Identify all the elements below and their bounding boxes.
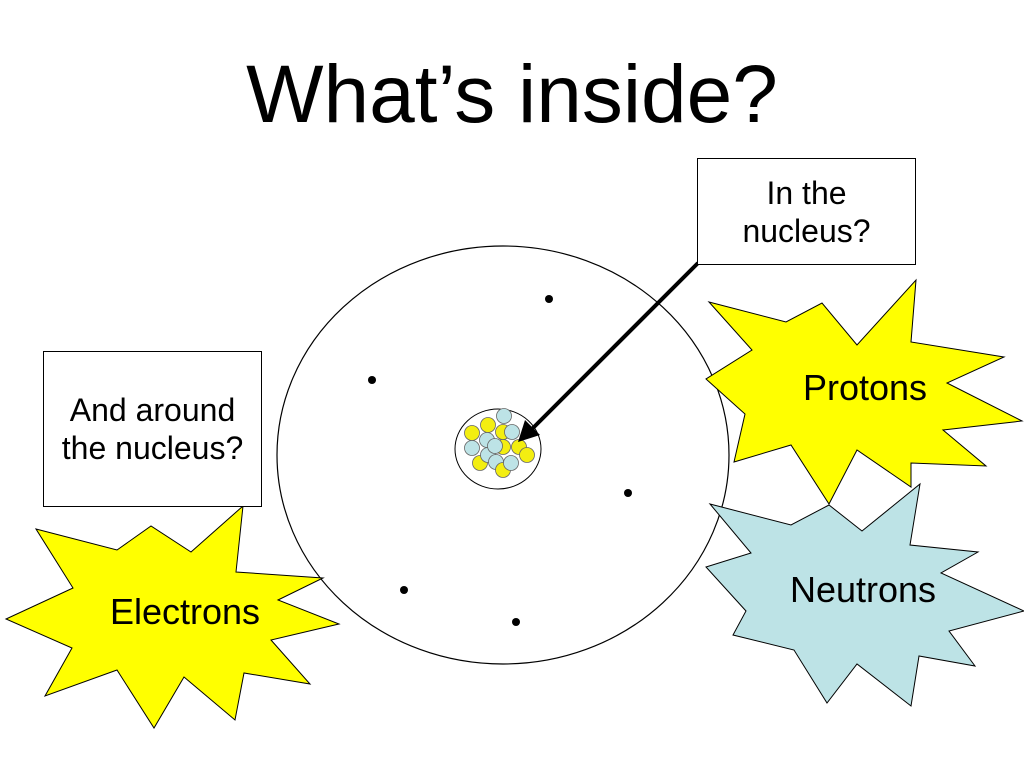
electrons	[368, 295, 632, 626]
proton-particle	[464, 425, 480, 441]
electron-dot	[400, 586, 408, 594]
in-nucleus-label: In the nucleus?	[742, 174, 871, 249]
nucleons	[464, 408, 535, 478]
neutron-particle	[504, 424, 520, 440]
electron-dot	[512, 618, 520, 626]
electrons-label: Electrons	[109, 591, 261, 632]
protons-label: Protons	[802, 367, 928, 408]
in-nucleus-label-box: In the nucleus?	[697, 158, 916, 265]
electron-dot	[624, 489, 632, 497]
neutrons-label: Neutrons	[789, 569, 937, 610]
around-nucleus-label: And around the nucleus?	[61, 392, 244, 466]
atom-boundary	[276, 245, 730, 665]
electron-dot	[368, 376, 376, 384]
proton-particle	[480, 417, 496, 433]
neutron-particle	[496, 408, 512, 424]
neutron-particle	[487, 438, 503, 454]
neutrons-burst	[705, 482, 1024, 707]
neutron-particle	[464, 440, 480, 456]
slide-title: What’s inside?	[246, 49, 778, 140]
electrons-burst	[4, 504, 341, 729]
arrow-to-nucleus	[518, 261, 700, 442]
protons-burst	[705, 278, 1024, 505]
proton-particle	[519, 447, 535, 463]
electron-dot	[545, 295, 553, 303]
neutron-particle	[503, 455, 519, 471]
around-nucleus-label-box: And around the nucleus?	[43, 351, 262, 507]
